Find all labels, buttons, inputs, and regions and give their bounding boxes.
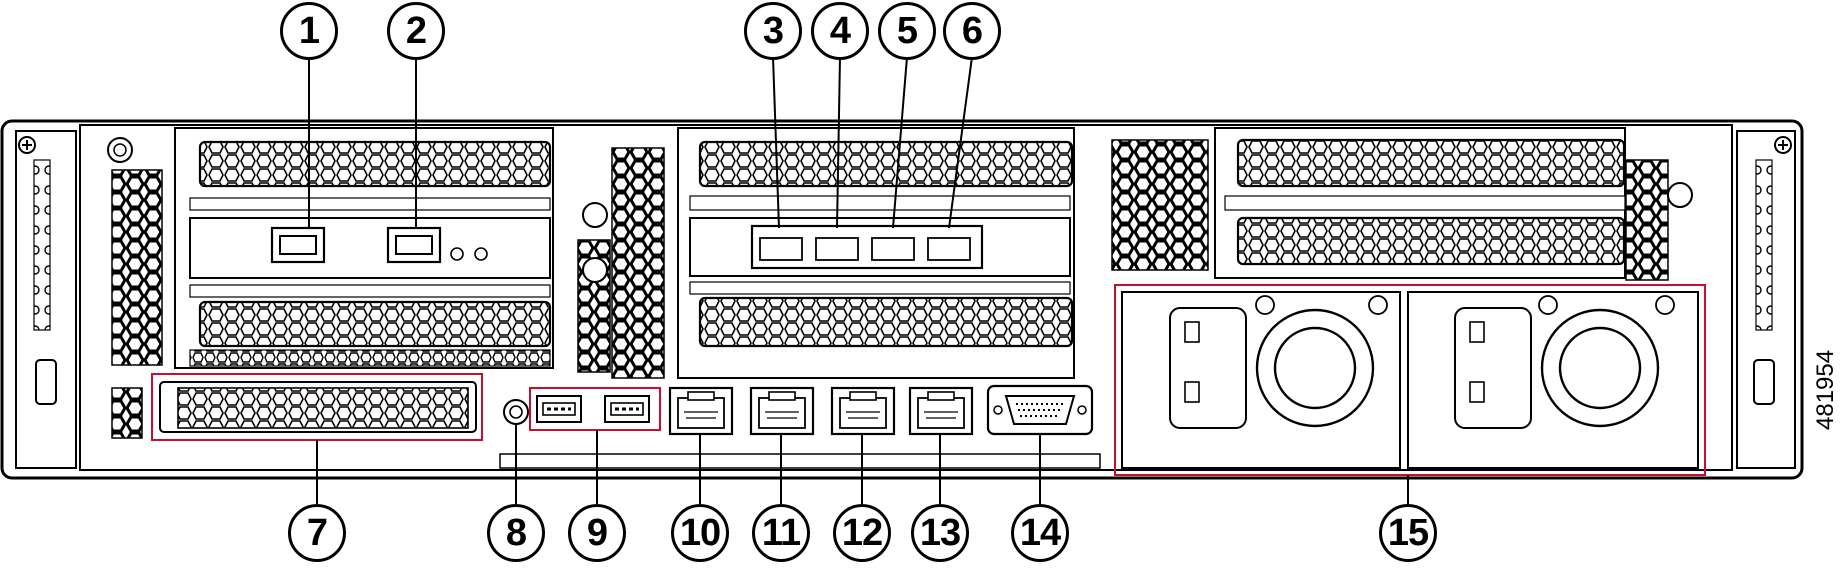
callout-13: 13 — [911, 504, 969, 562]
power-supplies — [1114, 284, 1706, 476]
callout-1: 1 — [280, 2, 338, 60]
callout-11: 11 — [752, 504, 810, 562]
callout-7: 7 — [288, 504, 346, 562]
usb-ports — [529, 387, 661, 431]
callout-5: 5 — [878, 2, 936, 60]
callout-10: 10 — [671, 504, 729, 562]
unit-id-button — [503, 399, 529, 425]
callout-9: 9 — [568, 504, 626, 562]
callout-14: 14 — [1011, 504, 1069, 562]
callout-leaders — [308, 56, 1409, 504]
pcie-riser-2 — [677, 127, 1075, 379]
pcie-riser-3 — [1214, 127, 1626, 279]
figure-id: 481954 — [1812, 349, 1839, 430]
callout-3: 3 — [744, 2, 802, 60]
vga-port — [986, 384, 1094, 436]
vent-columns — [107, 137, 1693, 439]
callout-2: 2 — [387, 2, 445, 60]
callout-6: 6 — [943, 2, 1001, 60]
callout-12: 12 — [833, 504, 891, 562]
pcie-riser-1 — [174, 127, 554, 369]
callout-8: 8 — [487, 504, 545, 562]
blank-slot-7 — [151, 373, 483, 441]
callout-4: 4 — [811, 2, 869, 60]
callout-15: 15 — [1379, 504, 1437, 562]
